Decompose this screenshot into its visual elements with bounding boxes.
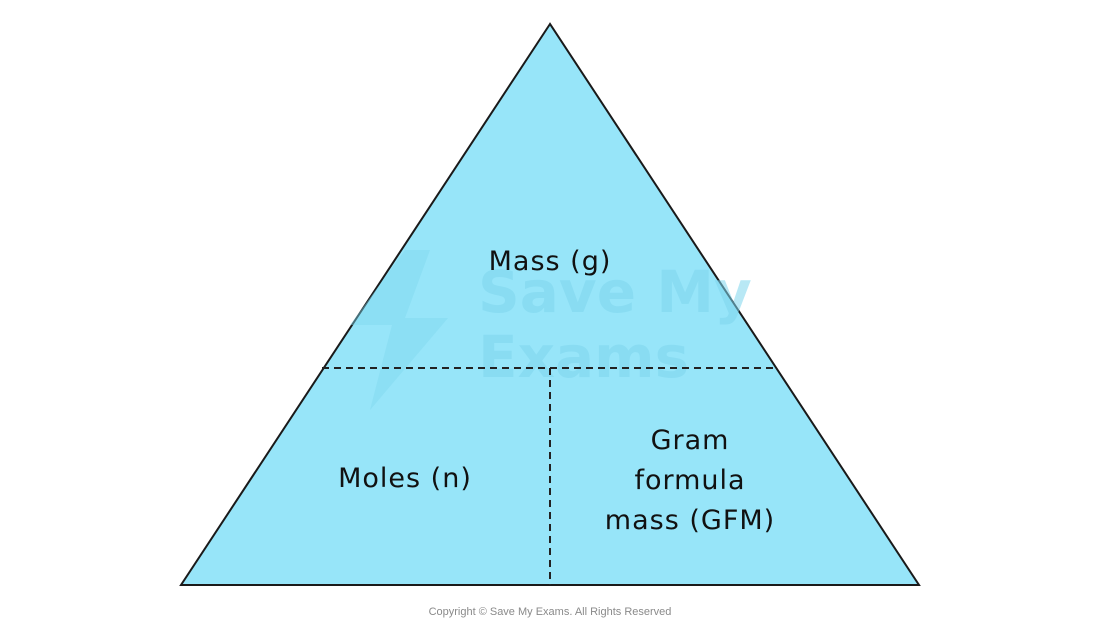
gfm-label-line-2: formula — [634, 465, 745, 496]
gfm-label-line-1: Gram — [651, 425, 730, 456]
lightning-bolt-icon — [350, 250, 448, 410]
watermark-line-2: Exams — [478, 323, 689, 391]
copyright-notice: Copyright © Save My Exams. All Rights Re… — [428, 606, 672, 618]
watermark-logo: Save My Exams — [350, 250, 752, 410]
mass-label: Mass (g) — [489, 246, 612, 277]
moles-label: Moles (n) — [338, 463, 472, 494]
watermark-line-1: Save My — [478, 258, 752, 326]
gfm-label-line-3: mass (GFM) — [605, 505, 775, 536]
